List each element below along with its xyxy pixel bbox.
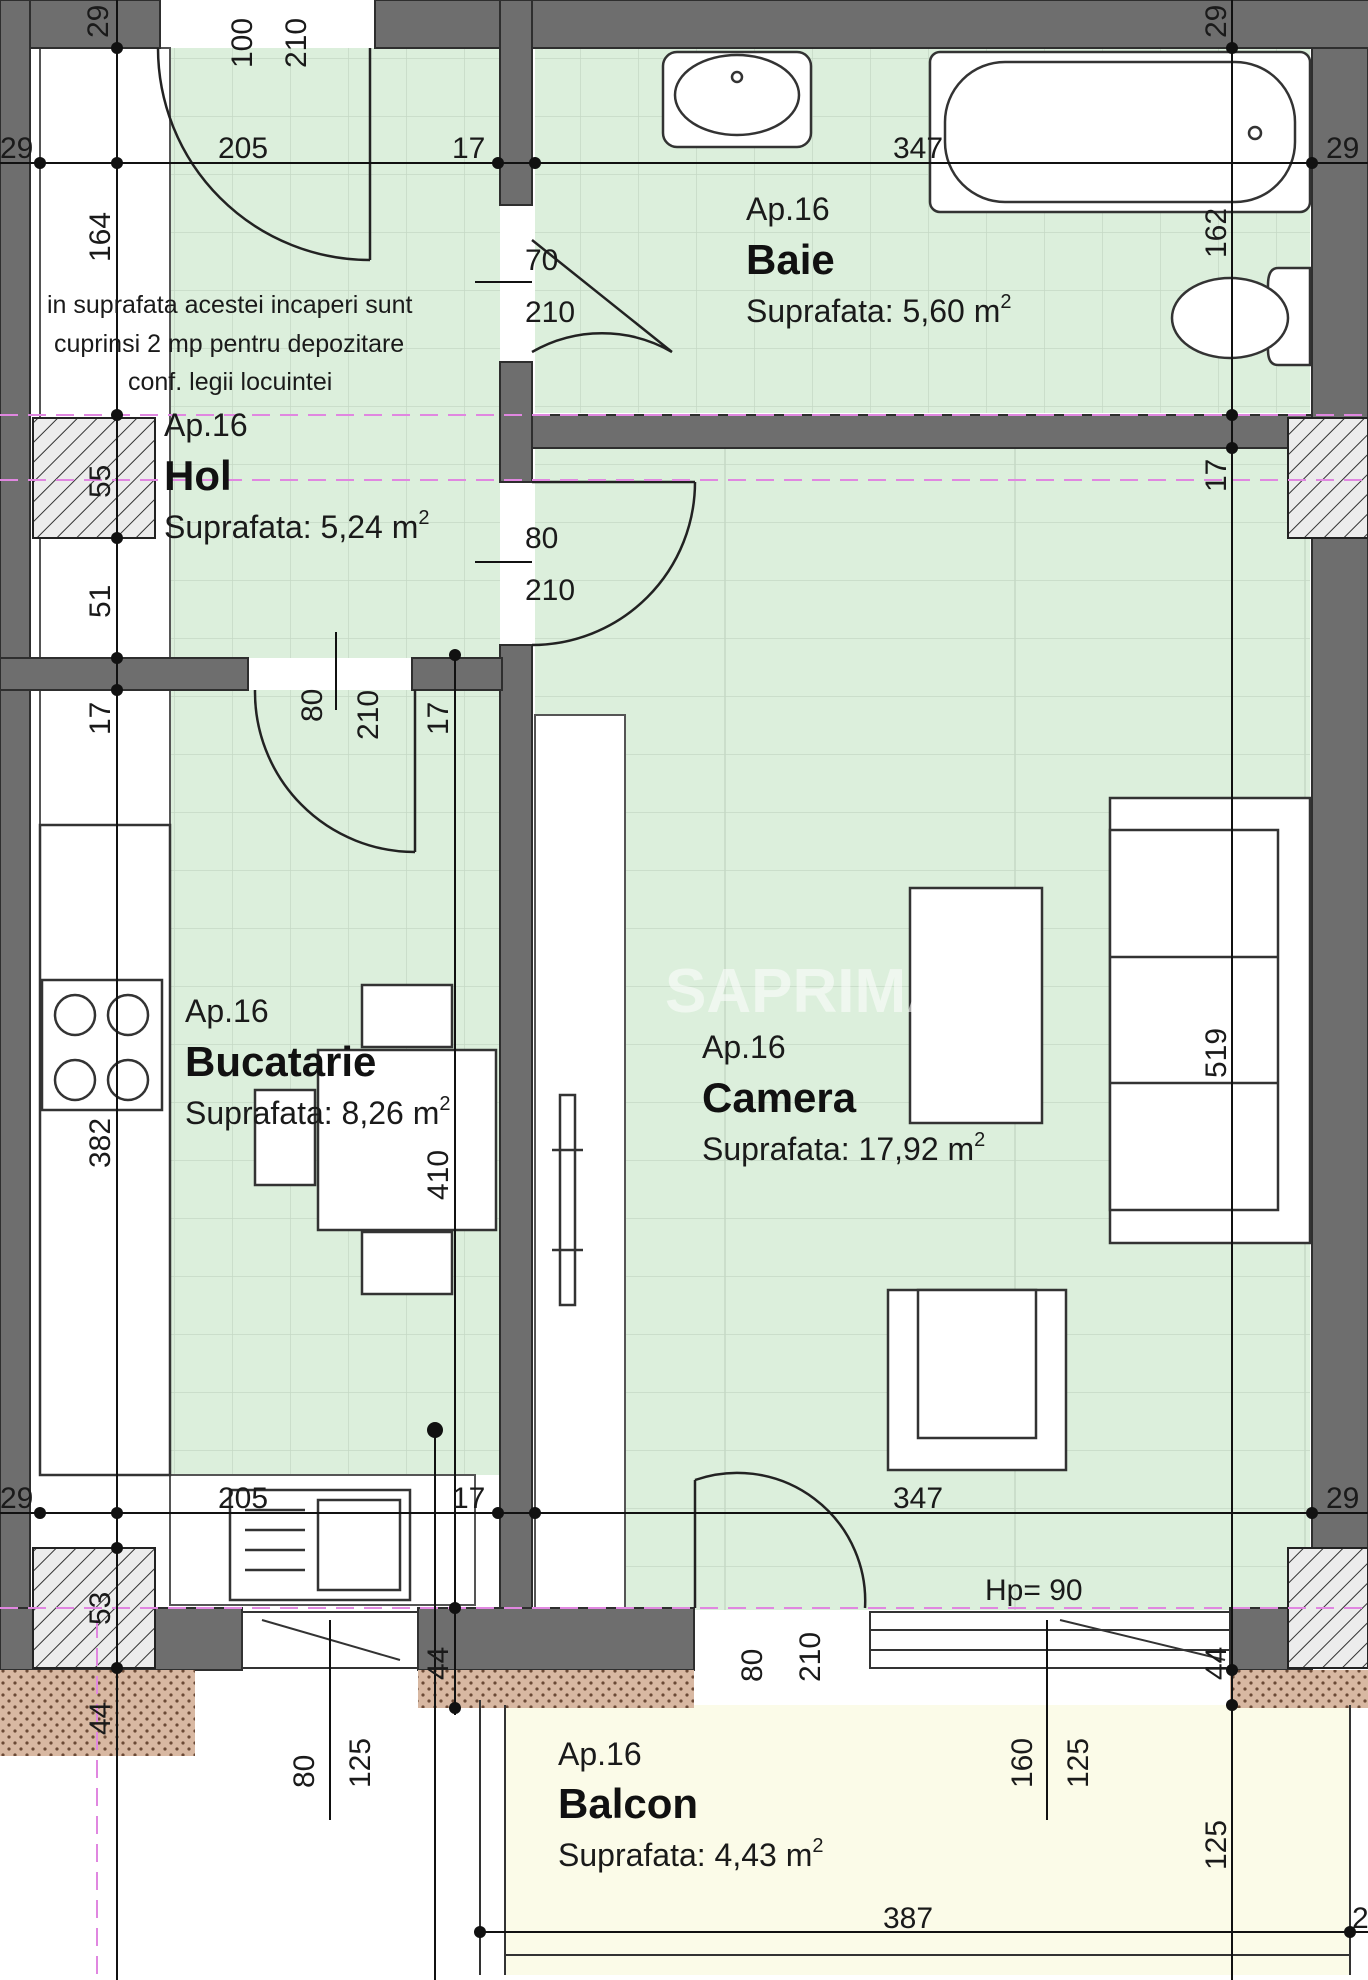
dim-left-44: 44 — [84, 1702, 117, 1735]
watermark: SAPRIMA — [665, 957, 951, 1026]
dim-row1-29-left: 29 — [0, 132, 33, 165]
window-camera — [869, 1611, 1231, 1669]
bucatarie-apartment: Ap.16 — [185, 993, 269, 1029]
hol-area: Suprafata: 5,24 m2 — [164, 507, 430, 545]
hol-floor-tiles — [170, 48, 500, 658]
dim-row2-347: 347 — [893, 1482, 943, 1515]
dim-bal-125: 125 — [1200, 1820, 1233, 1870]
door-kitchen — [253, 689, 417, 854]
balcon-name: Balcon — [558, 1780, 698, 1827]
dimension-labels: 29 100 210 29 29 205 17 347 29 164 55 51… — [0, 5, 1368, 1935]
sink-basin — [673, 53, 801, 137]
column-right-top — [1287, 417, 1368, 539]
dim-right-44: 44 — [1200, 1647, 1233, 1680]
room-hol: Ap.16 Hol Suprafata: 5,24 m2 — [164, 407, 430, 545]
dim-kit-17b: 17 — [422, 702, 455, 735]
room-balcon: Ap.16 Balcon Suprafata: 4,43 m2 — [558, 1736, 824, 1873]
dim-row2-29-right: 29 — [1326, 1482, 1359, 1515]
dim-hol-55: 55 — [84, 465, 117, 498]
dim-row2-17: 17 — [452, 1482, 485, 1515]
kitchen-counter — [38, 823, 172, 1477]
room-baie: Ap.16 Baie Suprafata: 5,60 m2 — [746, 191, 1012, 329]
dim-hol-51: 51 — [84, 585, 117, 618]
walls — [0, 0, 1368, 1701]
dim-win-cam-160: 160 — [1006, 1738, 1039, 1788]
door-camera — [531, 480, 697, 647]
wardrobe — [534, 714, 626, 1611]
hol-apartment: Ap.16 — [164, 407, 248, 443]
bucatarie-name: Bucatarie — [185, 1038, 376, 1085]
dim-top-210: 210 — [280, 18, 313, 68]
room-camera: Ap.16 Camera Suprafata: 17,92 m2 — [702, 1029, 985, 1167]
dim-cam-17: 17 — [1200, 459, 1233, 492]
dim-door-kit-80: 80 — [296, 689, 329, 722]
dim-left-53: 53 — [84, 1592, 117, 1625]
dim-door-bath-70: 70 — [525, 244, 558, 277]
dim-mid-44: 44 — [422, 1647, 455, 1680]
dim-row1-347: 347 — [893, 132, 943, 165]
dim-top-29-right: 29 — [1200, 5, 1233, 38]
grid-lines — [0, 414, 1368, 1980]
dim-top-100: 100 — [226, 18, 259, 68]
baie-name: Baie — [746, 236, 835, 283]
camera-area: Suprafata: 17,92 m2 — [702, 1129, 985, 1167]
balcon-floor — [505, 1705, 1350, 1975]
baie-area: Suprafata: 5,60 m2 — [746, 291, 1012, 329]
insulation-right — [1230, 1670, 1368, 1708]
dim-door-bal-210: 210 — [794, 1632, 827, 1682]
dim-row1-29-right: 29 — [1326, 132, 1359, 165]
dim-kit-410: 410 — [422, 1150, 455, 1200]
camera-furniture — [552, 796, 1312, 1472]
dim-door-bath-210: 210 — [525, 296, 575, 329]
dim-win-kit-80: 80 — [288, 1755, 321, 1788]
hol-note: in suprafata acestei incaperi sunt cupri… — [47, 291, 413, 396]
balcon-apartment: Ap.16 — [558, 1736, 642, 1772]
bucatarie-area: Suprafata: 8,26 m2 — [185, 1093, 451, 1131]
note-line-2: cuprinsi 2 mp pentru depozitare — [54, 330, 404, 358]
coffee-table — [908, 886, 1044, 1125]
doors — [156, 47, 867, 1609]
dim-row1-17: 17 — [452, 132, 485, 165]
door-bath — [531, 239, 673, 354]
dim-row2-29-left: 29 — [0, 1482, 33, 1515]
kitchen-fixtures — [38, 823, 498, 1602]
dim-cam-519: 519 — [1200, 1028, 1233, 1078]
note-line-1: in suprafata acestei incaperi sunt — [47, 291, 413, 319]
dim-row1-205: 205 — [218, 132, 268, 165]
camera-apartment: Ap.16 — [702, 1029, 786, 1065]
dim-bal-2: 2 — [1352, 1902, 1368, 1935]
camera-name: Camera — [702, 1074, 857, 1121]
dim-kit-382: 382 — [84, 1118, 117, 1168]
wardrobe-hanger — [552, 1093, 583, 1307]
dimension-dots — [34, 42, 1356, 1938]
dim-kit-17a: 17 — [84, 702, 117, 735]
insulation-mid — [418, 1670, 694, 1708]
dim-door-cam-80: 80 — [525, 522, 558, 555]
dim-door-kit-210: 210 — [352, 690, 385, 740]
dim-bath-162: 162 — [1200, 208, 1233, 258]
dim-win-kit-125: 125 — [344, 1738, 377, 1788]
dim-top-29-left: 29 — [82, 5, 115, 38]
dim-hol-164: 164 — [84, 212, 117, 262]
room-bucatarie: Ap.16 Bucatarie Suprafata: 8,26 m2 — [185, 993, 451, 1131]
hol-name: Hol — [164, 452, 232, 499]
column-hol — [32, 417, 156, 539]
dim-row2-205: 205 — [218, 1482, 268, 1515]
dim-door-cam-210: 210 — [525, 574, 575, 607]
dim-door-bal-80: 80 — [736, 1649, 769, 1682]
dim-win-cam-125: 125 — [1062, 1738, 1095, 1788]
door-entrance — [156, 47, 372, 262]
door-balcony — [693, 1471, 867, 1609]
dining-table — [316, 1048, 498, 1232]
room-labels: Ap.16 Baie Suprafata: 5,60 m2 Ap.16 Hol … — [164, 191, 1012, 1873]
baie-apartment: Ap.16 — [746, 191, 830, 227]
note-line-3: conf. legii locuintei — [128, 368, 332, 396]
hp-label: Hp= 90 — [985, 1574, 1083, 1607]
dim-bal-387: 387 — [883, 1902, 933, 1935]
balcon-area: Suprafata: 4,43 m2 — [558, 1835, 824, 1873]
bathroom-fixtures — [661, 50, 1312, 367]
